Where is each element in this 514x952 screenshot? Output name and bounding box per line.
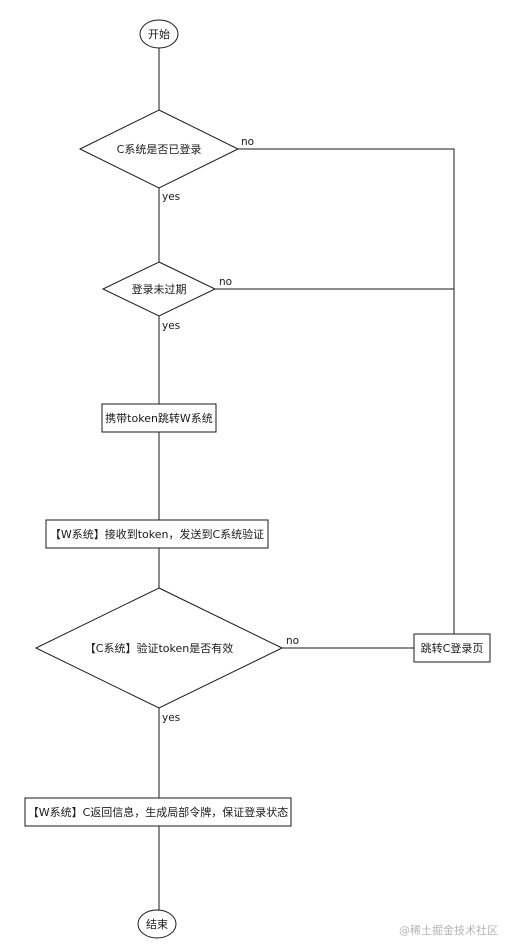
process-w-session: 【W系统】C返回信息，生成局部令牌，保证登录状态 xyxy=(24,797,292,827)
edge-label-check-no: no xyxy=(241,136,254,148)
start-node: 开始 xyxy=(139,19,179,49)
process-goto-login: 跳转C登录页 xyxy=(413,633,491,663)
start-label: 开始 xyxy=(148,27,170,41)
process-carry-token-label: 携带token跳转W系统 xyxy=(105,411,213,425)
end-node: 结束 xyxy=(137,909,177,939)
edge-check-no xyxy=(238,148,455,634)
decision-c-verify: 【C系统】验证token是否有效 xyxy=(34,587,284,709)
end-label: 结束 xyxy=(146,918,168,931)
connectors xyxy=(158,48,455,910)
decision-check-login: C系统是否已登录 xyxy=(78,109,240,189)
edge-label-token-no: no xyxy=(219,276,232,288)
decision-c-verify-label: 【C系统】验证token是否有效 xyxy=(85,641,233,655)
process-carry-token: 携带token跳转W系统 xyxy=(101,403,217,433)
decision-token-valid: 登录未过期 xyxy=(101,261,217,317)
edge-label-cverify-no: no xyxy=(286,635,299,647)
process-w-receive-label: 【W系统】接收到token，发送到C系统验证 xyxy=(50,527,264,541)
watermark-text: @稀土掘金技术社区 xyxy=(399,923,498,937)
decision-token-valid-label: 登录未过期 xyxy=(132,282,187,296)
process-w-receive: 【W系统】接收到token，发送到C系统验证 xyxy=(45,519,269,549)
decision-check-login-label: C系统是否已登录 xyxy=(117,142,202,156)
edge-label-check-yes: yes xyxy=(162,191,180,203)
edge-label-cverify-yes: yes xyxy=(162,712,180,724)
process-w-session-label: 【W系统】C返回信息，生成局部令牌，保证登录状态 xyxy=(28,805,289,819)
process-goto-login-label: 跳转C登录页 xyxy=(421,641,484,655)
edge-label-token-yes: yes xyxy=(162,320,180,332)
